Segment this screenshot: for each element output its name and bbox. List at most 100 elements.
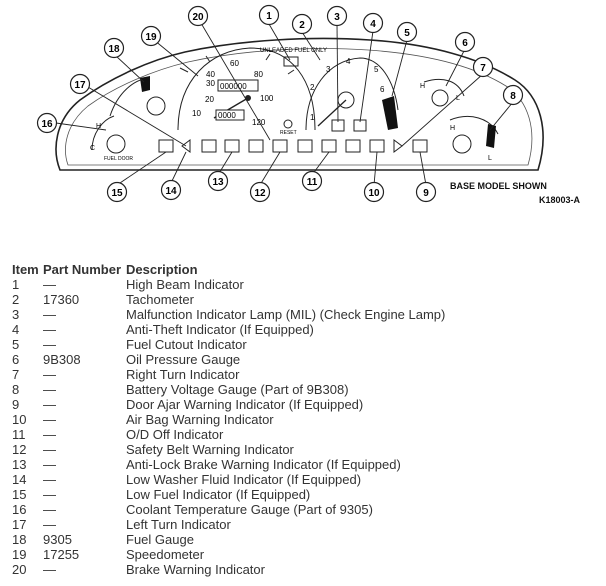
callout-11: 11 [301,170,323,192]
table-row: 16—Coolant Temperature Gauge (Part of 93… [12,502,445,517]
trip-odometer-value: 0000 [218,111,236,120]
table-header-row: Item Part Number Description [12,262,445,277]
svg-text:12: 12 [254,188,266,199]
table-row: 1—High Beam Indicator [12,277,445,292]
trip-odometer-window [215,109,245,121]
svg-text:17: 17 [74,80,86,91]
item-cell: 9 [12,397,20,412]
description-cell: Fuel Gauge [126,532,194,547]
left-turn-arrow-icon [181,139,191,153]
table-row: 13—Anti-Lock Brake Warning Indicator (If… [12,457,445,472]
header-item: Item [12,262,39,277]
header-description: Description [126,262,198,277]
callout-16: 16 [36,112,58,134]
speedo-tick-80: 80 [254,70,263,79]
right-turn-arrow-icon [393,139,403,153]
part-number-cell: — [43,412,56,427]
svg-text:13: 13 [212,177,224,188]
leader-lines [55,17,514,186]
oil-high-letter: H [420,83,425,90]
description-cell: Low Fuel Indicator (If Equipped) [126,487,311,502]
svg-text:7: 7 [480,63,486,74]
callout-5: 5 [396,21,418,43]
svg-text:5: 5 [404,28,410,39]
svg-text:20: 20 [192,12,204,23]
part-number-cell: — [43,487,56,502]
table-row: 3—Malfunction Indicator Lamp (MIL) (Chec… [12,307,445,322]
part-number-cell: — [43,562,56,577]
item-cell: 19 [12,547,27,562]
description-cell: Right Turn Indicator [126,367,240,382]
svg-text:2: 2 [299,20,305,31]
cluster-outline [55,37,544,171]
oil-low-letter: L [456,95,460,102]
callout-6: 6 [454,31,476,53]
item-cell: 3 [12,307,20,322]
item-cell: 1 [12,277,20,292]
reset-button-icon [283,119,293,129]
part-number-cell: 17255 [43,547,80,562]
svg-text:18: 18 [108,44,120,55]
tach-tick-6: 6 [380,85,385,94]
callout-15: 15 [106,181,128,203]
item-cell: 6 [12,352,20,367]
fuel-door-label: FUEL DOOR [104,156,133,162]
tach-tick-1: 1 [310,113,315,122]
callout-13: 13 [207,170,229,192]
table-row: 8—Battery Voltage Gauge (Part of 9B308) [12,382,445,397]
svg-text:15: 15 [111,188,123,199]
item-cell: 4 [12,322,20,337]
header-part-number: Part Number [43,262,122,277]
cluster-diagram: 20 30 40 60 80 100 120 10 000000 0000 RE… [10,0,605,208]
part-number-cell: — [43,517,56,532]
callout-3: 3 [326,5,348,27]
battery-high-letter: H [450,125,455,132]
svg-text:4: 4 [370,19,376,30]
callout-7: 7 [472,56,494,78]
description-cell: O/D Off Indicator [126,427,224,442]
item-cell: 15 [12,487,27,502]
battery-low-letter: L [488,155,492,162]
item-cell: 2 [12,292,20,307]
table-row: 15 — Low Fuel Indicator (If Equipped) [12,487,445,502]
item-cell: 20 [12,562,27,577]
speedo-tick-10: 10 [192,109,201,118]
table-row: 6 9B308 Oil Pressure Gauge [12,352,445,367]
part-number-cell: — [43,397,56,412]
tach-tick-2: 2 [310,83,315,92]
table-row: 4—Anti-Theft Indicator (If Equipped) [12,322,445,337]
base-model-caption: BASE MODEL SHOWN [450,181,547,191]
callout-18: 18 [103,37,125,59]
coolant-cold-letter: C [90,145,95,152]
callout-10: 10 [363,181,385,203]
callout-14: 14 [160,179,182,201]
description-cell: Malfunction Indicator Lamp (MIL) (Check … [126,307,446,322]
part-number-cell: — [43,337,56,352]
speedo-tick-100: 100 [260,94,274,103]
speedo-tick-30: 30 [206,79,215,88]
svg-text:19: 19 [145,32,157,43]
description-cell: Brake Warning Indicator [126,562,265,577]
callout-8: 8 [502,84,524,106]
tach-tick-3: 3 [326,65,331,74]
description-cell: Anti-Lock Brake Warning Indicator (If Eq… [126,457,401,472]
description-cell: Oil Pressure Gauge [126,352,241,367]
svg-text:3: 3 [334,12,340,23]
part-number-cell: — [43,442,56,457]
table-row: 10—Air Bag Warning Indicator [12,412,445,427]
description-cell: Door Ajar Warning Indicator (If Equipped… [126,397,364,412]
table-row: 17—Left Turn Indicator [12,517,445,532]
callout-1: 1 [258,4,280,26]
table-row: 5—Fuel Cutout Indicator [12,337,445,352]
battery-gauge [449,116,499,154]
speedo-tick-60: 60 [230,59,239,68]
part-number-cell: 9B308 [43,352,81,367]
speedo-tick-120: 120 [252,118,266,127]
table-row: 14—Low Washer Fluid Indicator (If Equipp… [12,472,445,487]
svg-text:16: 16 [41,119,53,130]
description-cell: Speedometer [126,547,205,562]
description-cell: Fuel Cutout Indicator [126,337,247,352]
